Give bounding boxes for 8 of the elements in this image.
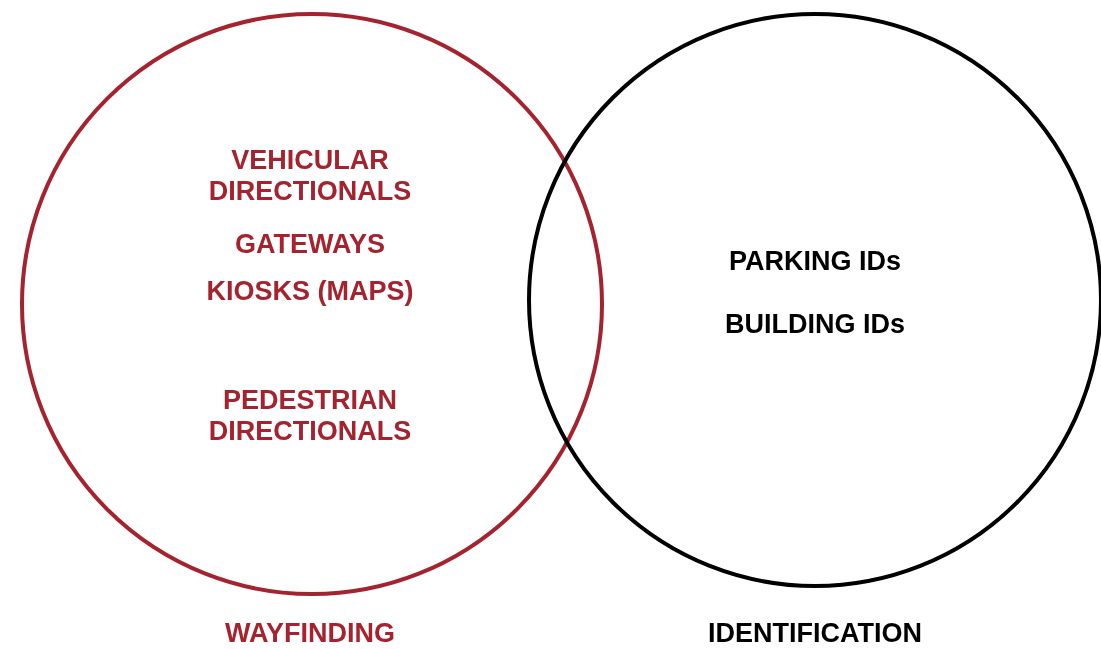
item-text: PARKING IDs [728, 246, 902, 277]
set-heading: WAYFINDING [224, 618, 396, 649]
item-text: GATEWAYS [234, 229, 386, 260]
item-text: PEDESTRIAN DIRECTIONALS [207, 385, 413, 447]
item-text: BUILDING IDs [724, 309, 906, 340]
set-heading: IDENTIFICATION [707, 618, 923, 649]
item-text: VEHICULAR DIRECTIONALS [207, 145, 413, 207]
item-text: KIOSKS (MAPS) [205, 276, 415, 307]
